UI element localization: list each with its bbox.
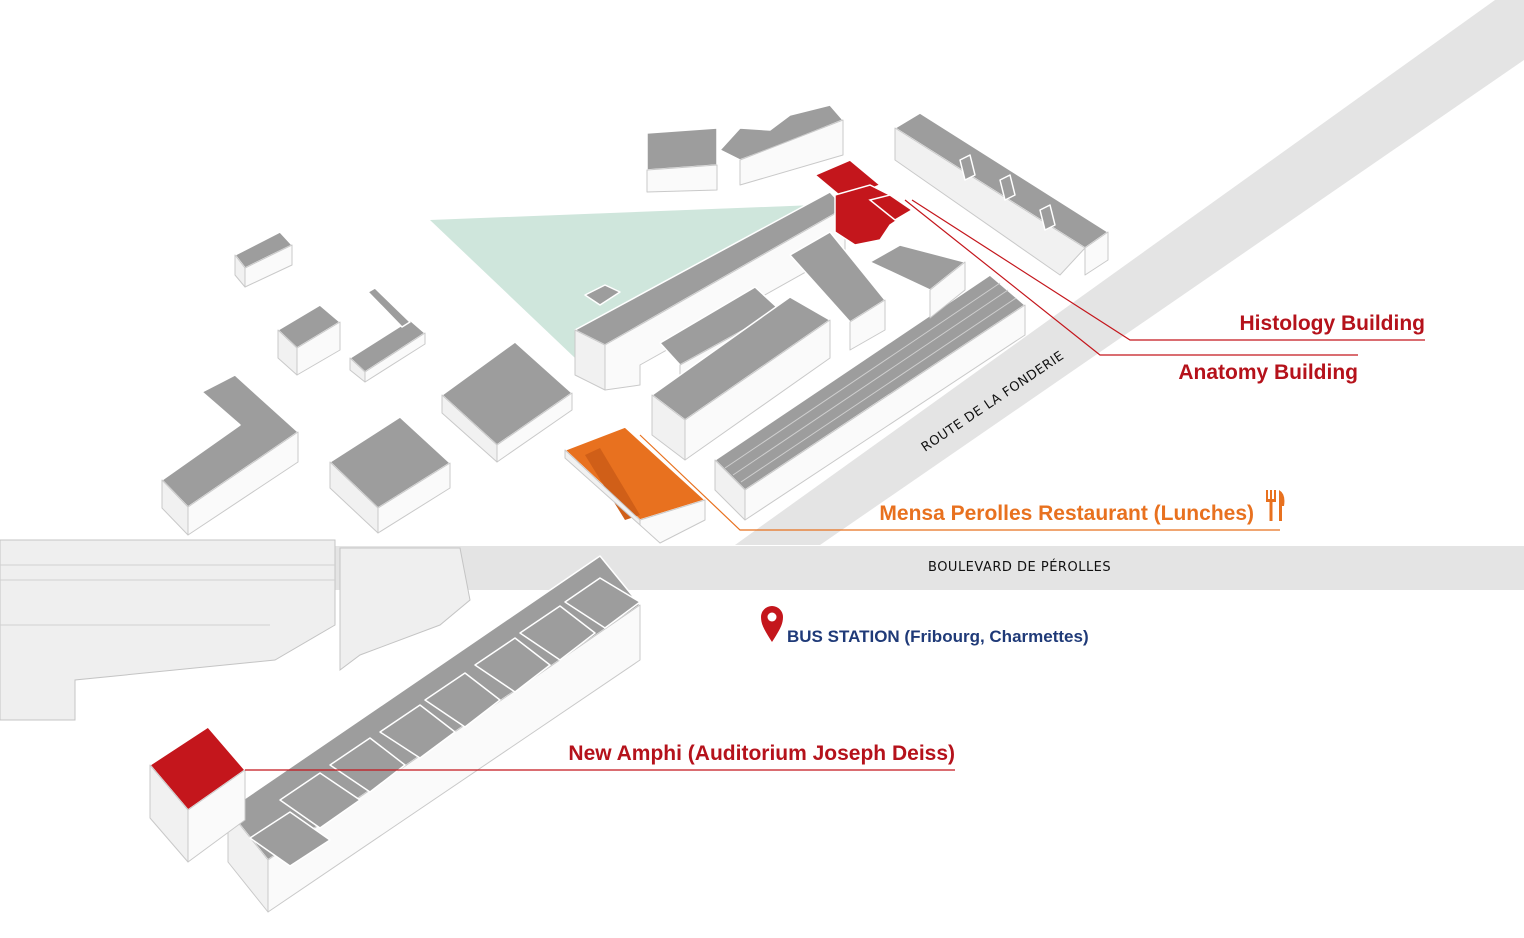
building-small-northwest — [234, 231, 293, 288]
flat-complex-southwest — [0, 539, 471, 721]
park-area — [430, 205, 830, 358]
park-structure — [584, 284, 621, 306]
building-station-long — [714, 274, 1026, 521]
building-square-center — [441, 341, 573, 463]
bus-station-label: BUS STATION (Fribourg, Charmettes) — [787, 627, 1089, 646]
route-de-la-fonderie-road — [735, 0, 1524, 545]
new-amphi-label: New Amphi (Auditorium Joseph Deiss) — [568, 742, 955, 765]
anatomy-building-label: Anatomy Building — [1178, 361, 1358, 384]
building-row-south — [227, 555, 641, 913]
histology-leader-line — [911, 199, 1425, 341]
histology-building-label: Histology Building — [1240, 312, 1425, 335]
building-cube-west — [277, 304, 341, 376]
building-north-row — [646, 104, 844, 193]
new-amphi-building — [148, 726, 247, 863]
building-narrow-west — [349, 287, 426, 383]
anatomy-leader-line — [904, 199, 1358, 356]
histology-building — [813, 159, 914, 246]
fork-knife-icon — [1266, 490, 1285, 521]
building-l-shape-west — [161, 374, 299, 536]
building-square-center-west — [329, 416, 451, 534]
building-anatomy-wing — [789, 231, 966, 351]
mensa-perolles-building — [563, 426, 707, 544]
map-pin-icon — [761, 606, 783, 642]
boulevard-de-perolles-label: BOULEVARD DE PÉROLLES — [928, 559, 1111, 575]
mensa-label: Mensa Perolles Restaurant (Lunches) — [879, 502, 1254, 525]
mensa-leader-line — [639, 434, 1280, 531]
building-block-center — [651, 296, 831, 461]
building-northeast-row — [894, 112, 1109, 276]
